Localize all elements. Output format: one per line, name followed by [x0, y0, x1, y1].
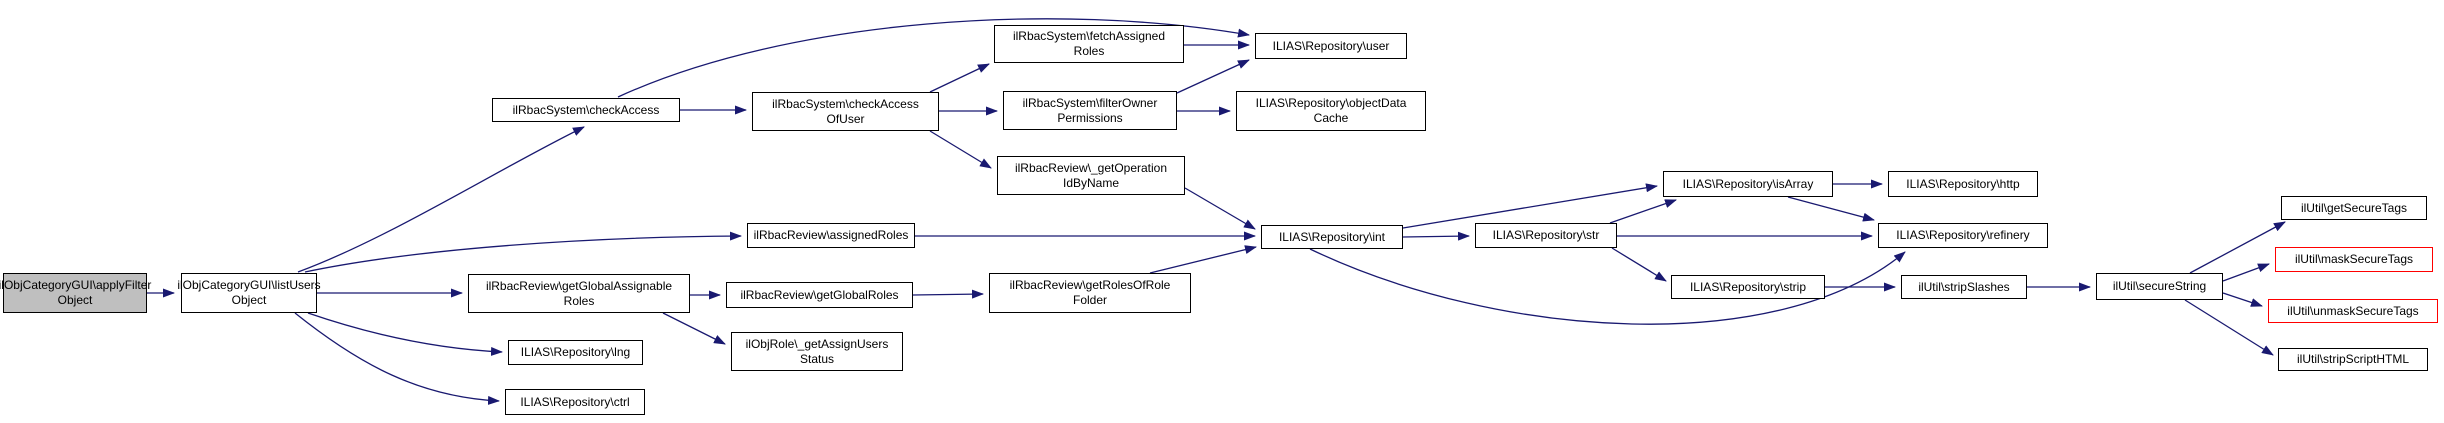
node-label-line: ilUtil\stripSlashes [1918, 279, 2010, 294]
node-strip[interactable]: ILIAS\Repository\strip [1671, 275, 1825, 299]
node-isArray[interactable]: ILIAS\Repository\isArray [1663, 171, 1833, 197]
edge-listUsersObject-to-assignedRoles [304, 231, 742, 273]
node-label-line: ilUtil\getSecureTags [2300, 200, 2408, 215]
node-user[interactable]: ILIAS\Repository\user [1255, 33, 1407, 59]
edge-filterOwnerPermissions-to-user [1176, 59, 1250, 94]
edge-group [147, 18, 2286, 405]
edge-getRolesOfRoleFolder-to-int [1149, 245, 1257, 274]
node-label-line: IdByName [1062, 175, 1120, 190]
node-assignedRoles[interactable]: ilRbacReview\assignedRoles [747, 223, 915, 248]
edge-listUsersObject-to-lng [307, 312, 503, 356]
node-label-line: ilObjCategoryGUI\applyFilter [0, 278, 152, 292]
edge-checkAccessOfUser-to-fetchAssignedRoles [929, 63, 990, 93]
node-label-line: Permissions [1057, 110, 1123, 125]
node-label-line: ILIAS\Repository\int [1278, 229, 1386, 244]
node-label-line: ILIAS\Repository\ctrl [520, 394, 630, 409]
edge-str-to-strip [1611, 247, 1667, 282]
node-label-line: ILIAS\Repository\str [1492, 228, 1600, 242]
node-label-line: ilUtil\unmaskSecureTags [2287, 303, 2419, 318]
node-label-line: ilRbacReview\assignedRoles [753, 228, 909, 242]
node-label-line: ilObjCategoryGUI\listUsers [177, 278, 321, 292]
node-label-line: ilRbacSystem\fetchAssigned [1012, 29, 1166, 43]
node-label-line: ILIAS\Repository\strip [1689, 279, 1807, 294]
edge-int-to-isArray [1402, 183, 1658, 229]
node-label-line: Cache [1313, 111, 1349, 125]
node-label-line: Roles [1073, 44, 1105, 58]
node-label-line: OfUser [826, 111, 865, 126]
node-label-line: ilUtil\maskSecureTags [2294, 252, 2414, 266]
node-int[interactable]: ILIAS\Repository\int [1261, 225, 1403, 249]
edge-secureString-to-unmaskSecureTags [2222, 292, 2263, 307]
node-label-line: ilRbacReview\getGlobalRoles [740, 287, 899, 302]
node-label-line: Status [799, 351, 835, 366]
node-secureString[interactable]: ilUtil\secureString [2096, 273, 2223, 300]
edge-getOperationIdByName-to-int [1184, 187, 1256, 230]
node-label-line: ilRbacSystem\checkAccess [772, 96, 919, 111]
node-label-line: ILIAS\Repository\user [1272, 38, 1390, 53]
node-label-line: Object [57, 293, 93, 307]
edge-getGlobalRoles-to-getRolesOfRoleFolder [912, 289, 984, 299]
node-label-line: ilRbacSystem\filterOwner [1022, 95, 1158, 110]
edge-secureString-to-stripScriptHTML [2184, 299, 2274, 356]
edge-checkAccessOfUser-to-getOperationIdByName [929, 130, 992, 169]
node-label-line: ILIAS\Repository\http [1906, 176, 2020, 191]
node-label-line: ilObjRole\_getAssignUsers [745, 336, 889, 351]
node-label-line: ilUtil\stripScriptHTML [2296, 352, 2409, 366]
edge-listUsersObject-to-checkAccess [297, 126, 585, 273]
node-stripScriptHTML[interactable]: ilUtil\stripScriptHTML [2278, 348, 2428, 371]
node-maskSecureTags[interactable]: ilUtil\maskSecureTags [2275, 247, 2433, 272]
node-str[interactable]: ILIAS\Repository\str [1475, 223, 1617, 248]
node-unmaskSecureTags[interactable]: ilUtil\unmaskSecureTags [2268, 299, 2438, 323]
node-label-line: ilUtil\secureString [2112, 279, 2207, 293]
edge-secureString-to-getSecureTags [2189, 221, 2286, 274]
edge-getGlobalAssignableRoles-to-getAssignUsersStatus [662, 312, 726, 345]
node-checkAccess[interactable]: ilRbacSystem\checkAccess [492, 98, 680, 122]
node-ctrl[interactable]: ILIAS\Repository\ctrl [505, 389, 645, 415]
node-label-line: ilRbacReview\getRolesOfRole [1009, 278, 1171, 292]
edge-str-to-isArray [1609, 199, 1677, 224]
node-label-line: Roles [563, 293, 595, 308]
node-label-line: ilRbacReview\getGlobalAssignable [485, 278, 673, 293]
edge-int-to-refinery [1309, 248, 1906, 325]
node-label-line: ilRbacReview\_getOperation [1014, 160, 1168, 175]
node-http[interactable]: ILIAS\Repository\http [1888, 171, 2038, 197]
edge-isArray-to-refinery [1787, 196, 1875, 222]
node-refinery[interactable]: ILIAS\Repository\refinery [1878, 223, 2048, 248]
node-label-line: Object [231, 293, 267, 307]
node-label-line: ILIAS\Repository\isArray [1682, 176, 1814, 191]
node-label-line: ILIAS\Repository\objectData [1255, 96, 1407, 110]
node-getGlobalRoles[interactable]: ilRbacReview\getGlobalRoles [726, 282, 913, 308]
edge-secureString-to-maskSecureTags [2222, 263, 2270, 282]
node-getSecureTags[interactable]: ilUtil\getSecureTags [2281, 196, 2427, 220]
edge-checkAccess-to-user [617, 18, 1250, 98]
node-label-line: Folder [1072, 293, 1107, 307]
node-stripSlashes[interactable]: ilUtil\stripSlashes [1901, 275, 2027, 299]
node-label-line: ilRbacSystem\checkAccess [512, 102, 660, 117]
edge-listUsersObject-to-ctrl [294, 312, 500, 405]
edge-int-to-str [1402, 231, 1470, 241]
node-label-line: ILIAS\Repository\lng [520, 345, 631, 359]
node-label-line: ILIAS\Repository\refinery [1896, 228, 2030, 242]
node-lng[interactable]: ILIAS\Repository\lng [508, 340, 643, 365]
